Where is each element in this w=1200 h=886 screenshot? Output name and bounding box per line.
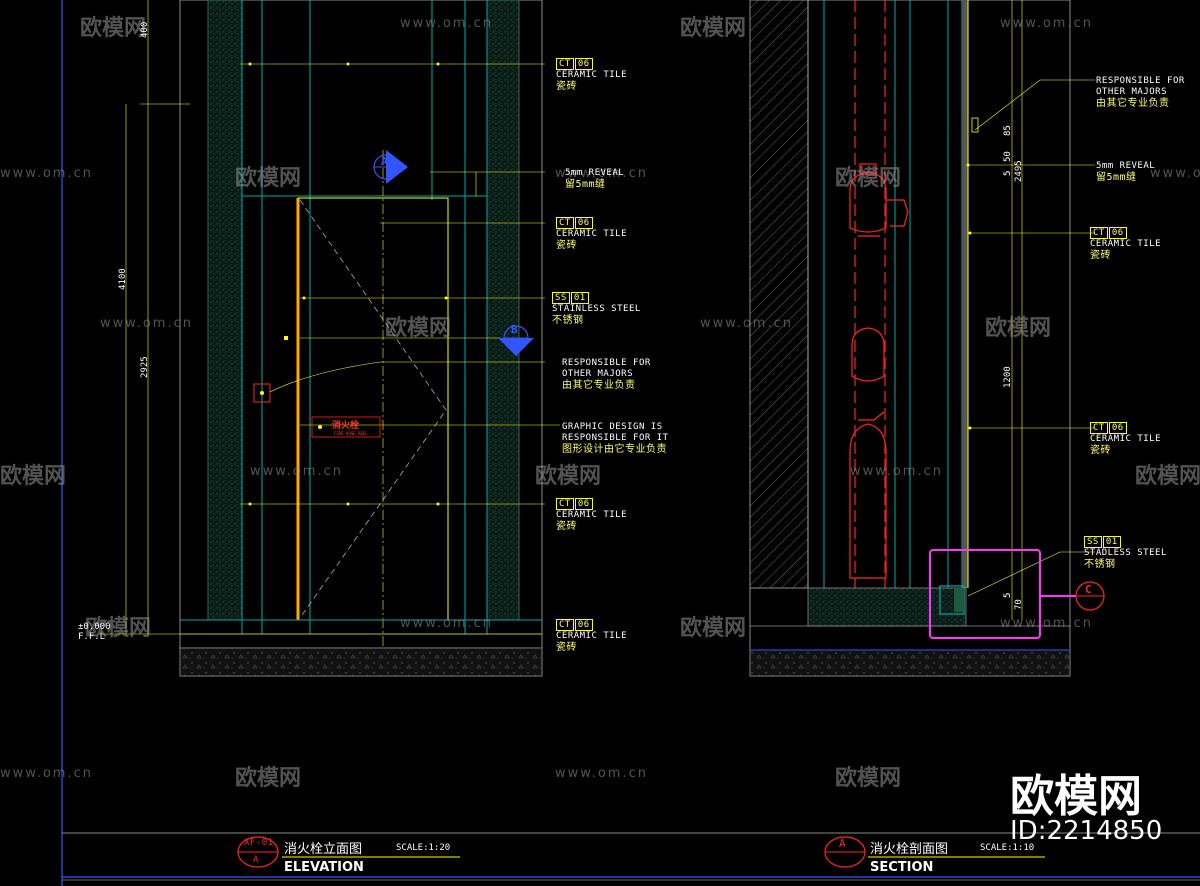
title-elevation-cn: 消火栓立面图 — [284, 842, 363, 857]
title-sub-elevation: A — [253, 855, 259, 865]
label-responsible: RESPONSIBLE FOR OTHER MAJORS 由其它专业负责 — [1096, 76, 1185, 109]
marker-a-letter: A — [381, 155, 389, 168]
watermark-name: 欧模网 — [235, 166, 302, 191]
dim-70: 70 — [1014, 599, 1024, 610]
dim-50: 50 — [1003, 151, 1013, 162]
watermark-url: www.om.cn — [850, 464, 943, 479]
watermark-name: 欧模网 — [835, 766, 902, 791]
watermark-name: 欧模网 — [835, 166, 902, 191]
watermark-name: 欧模网 — [235, 766, 302, 791]
dim-5b: 5 — [1003, 592, 1013, 598]
watermark-name: 欧模网 — [680, 616, 747, 641]
watermark-url: www.om.cn — [400, 16, 493, 31]
watermark-url: www.om.cn — [700, 316, 793, 331]
marker-b-letter: B — [511, 323, 519, 336]
elevation-drawing — [100, 0, 560, 677]
sheet-frame — [61, 0, 1200, 886]
watermark-name: 欧模网 — [385, 316, 452, 341]
title-code-elevation: XF-01 — [244, 838, 274, 848]
dim-1200: 1200 — [1003, 366, 1013, 388]
label-reveal: 5mm REVEAL 留5mm缝 — [565, 168, 625, 190]
label-responsible: RESPONSIBLE FOR OTHER MAJORS 由其它专业负责 — [562, 358, 651, 391]
title-elevation-en: ELEVATION — [284, 860, 364, 875]
watermark-url: www.om.cn — [250, 464, 343, 479]
dim-4100: 4100 — [118, 268, 128, 290]
fire-hose-sign-en: FIRE HOSE REEL — [334, 431, 368, 436]
watermark-name: 欧模网 — [985, 316, 1052, 341]
title-section-en: SECTION — [870, 860, 934, 875]
watermark-name: 欧模网 — [680, 16, 747, 41]
watermark-name: 欧模网 — [0, 464, 67, 489]
dim-2495: 2495 — [1014, 160, 1024, 182]
brand-id: ID:2214850 — [1010, 816, 1163, 846]
watermark-url: www.om.cn — [1000, 616, 1093, 631]
watermark-url: www.om.cn — [555, 166, 648, 181]
marker-c-letter: C — [1085, 583, 1093, 596]
title-elevation-scale: SCALE:1:20 — [396, 843, 451, 853]
dim-2925: 2925 — [140, 356, 150, 378]
title-section-scale: SCALE:1:10 — [980, 843, 1035, 853]
title-block-section — [824, 836, 1045, 868]
title-block-elevation — [237, 836, 460, 868]
watermark-url: www.om.cn — [400, 616, 493, 631]
label-reveal: 5mm REVEAL 留5mm缝 — [1096, 161, 1156, 183]
watermark-name: 欧模网 — [1135, 464, 1200, 489]
label-graphic-design: GRAPHIC DESIGN IS RESPONSIBLE FOR IT 图形设… — [562, 422, 669, 455]
watermark-url: www.om.cn — [100, 316, 193, 331]
dim-5: 5 — [1003, 170, 1013, 176]
dim-85: 85 — [1003, 125, 1013, 136]
watermark-url: www.om.cn — [0, 166, 93, 181]
watermark-url: www.om.cn — [555, 766, 648, 781]
fire-hose-sign-cn: 消火栓 — [332, 421, 360, 431]
watermark-url: www.om.cn — [1000, 16, 1093, 31]
dim-400: 400 — [140, 21, 150, 38]
section-drawing — [749, 0, 1105, 677]
brand-name: 欧模网 — [1010, 771, 1142, 822]
title-section-cn: 消火栓剖面图 — [870, 842, 949, 857]
marker-a-elev — [373, 150, 408, 184]
watermark-url: www.om.cn — [0, 766, 93, 781]
watermark-url: www.om.cn — [1150, 166, 1200, 181]
watermark-name: 欧模网 — [535, 464, 602, 489]
title-code-section: A — [839, 837, 847, 850]
marker-b-elev — [498, 325, 534, 356]
watermark-name: 欧模网 — [85, 616, 152, 641]
marker-c-sec — [1075, 581, 1105, 611]
watermark-name: 欧模网 — [80, 16, 147, 41]
